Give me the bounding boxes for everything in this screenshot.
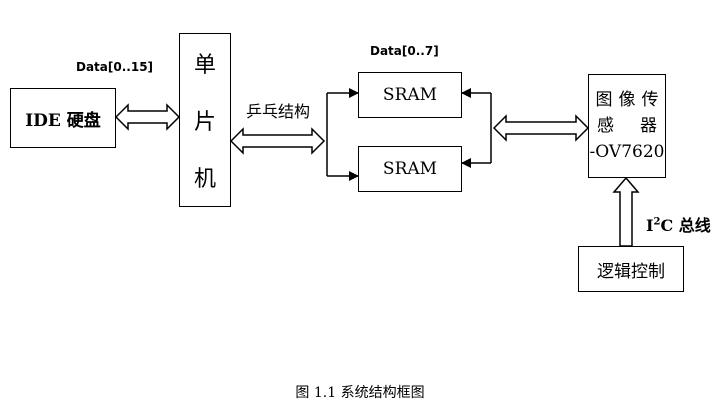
ide-mcu-bus-arrow bbox=[114, 103, 181, 131]
sram-bottom-label: SRAM bbox=[382, 159, 438, 179]
i2c-prefix: I bbox=[646, 216, 654, 235]
mcu-char-1: 单 bbox=[193, 52, 216, 78]
image-sensor-block: 图像传 感 器 -OV7620 bbox=[588, 74, 666, 178]
sensor-line-2a: 感 bbox=[597, 116, 614, 136]
mcu-char-2: 片 bbox=[193, 109, 216, 135]
data-bus-8-label: Data[0..7] bbox=[370, 44, 439, 58]
data-bus-16-label: Data[0..15] bbox=[76, 60, 154, 74]
mcu-pingpong-bus-arrow bbox=[229, 127, 326, 155]
logic-control-label: 逻辑控制 bbox=[597, 261, 665, 282]
sensor-line-2b: 器 bbox=[640, 116, 657, 136]
pingpong-label: 乒乓结构 bbox=[246, 102, 311, 121]
i2c-bus-arrow bbox=[612, 176, 640, 247]
sram-top-label: SRAM bbox=[382, 85, 438, 105]
sram-sensor-bus-arrow bbox=[492, 114, 590, 142]
i2c-sup: 2 bbox=[653, 216, 661, 228]
mcu-block: 单 片 机 bbox=[179, 33, 231, 207]
sensor-line-1: 图像传 bbox=[595, 90, 665, 110]
sensor-line-3: -OV7620 bbox=[589, 142, 665, 162]
i2c-suffix: C 总线 bbox=[660, 216, 711, 235]
ide-disk-block: IDE 硬盘 bbox=[10, 88, 116, 148]
mcu-char-3: 机 bbox=[193, 167, 216, 193]
ide-disk-label: IDE 硬盘 bbox=[25, 110, 101, 131]
sram-bottom-block: SRAM bbox=[358, 146, 462, 192]
figure-caption: 图 1.1 系统结构框图 bbox=[295, 385, 425, 401]
logic-control-block: 逻辑控制 bbox=[578, 246, 684, 292]
sensor-line-2: 感 器 bbox=[589, 113, 665, 139]
i2c-bus-label: I2C 总线 bbox=[646, 212, 711, 236]
sram-top-block: SRAM bbox=[358, 72, 462, 118]
